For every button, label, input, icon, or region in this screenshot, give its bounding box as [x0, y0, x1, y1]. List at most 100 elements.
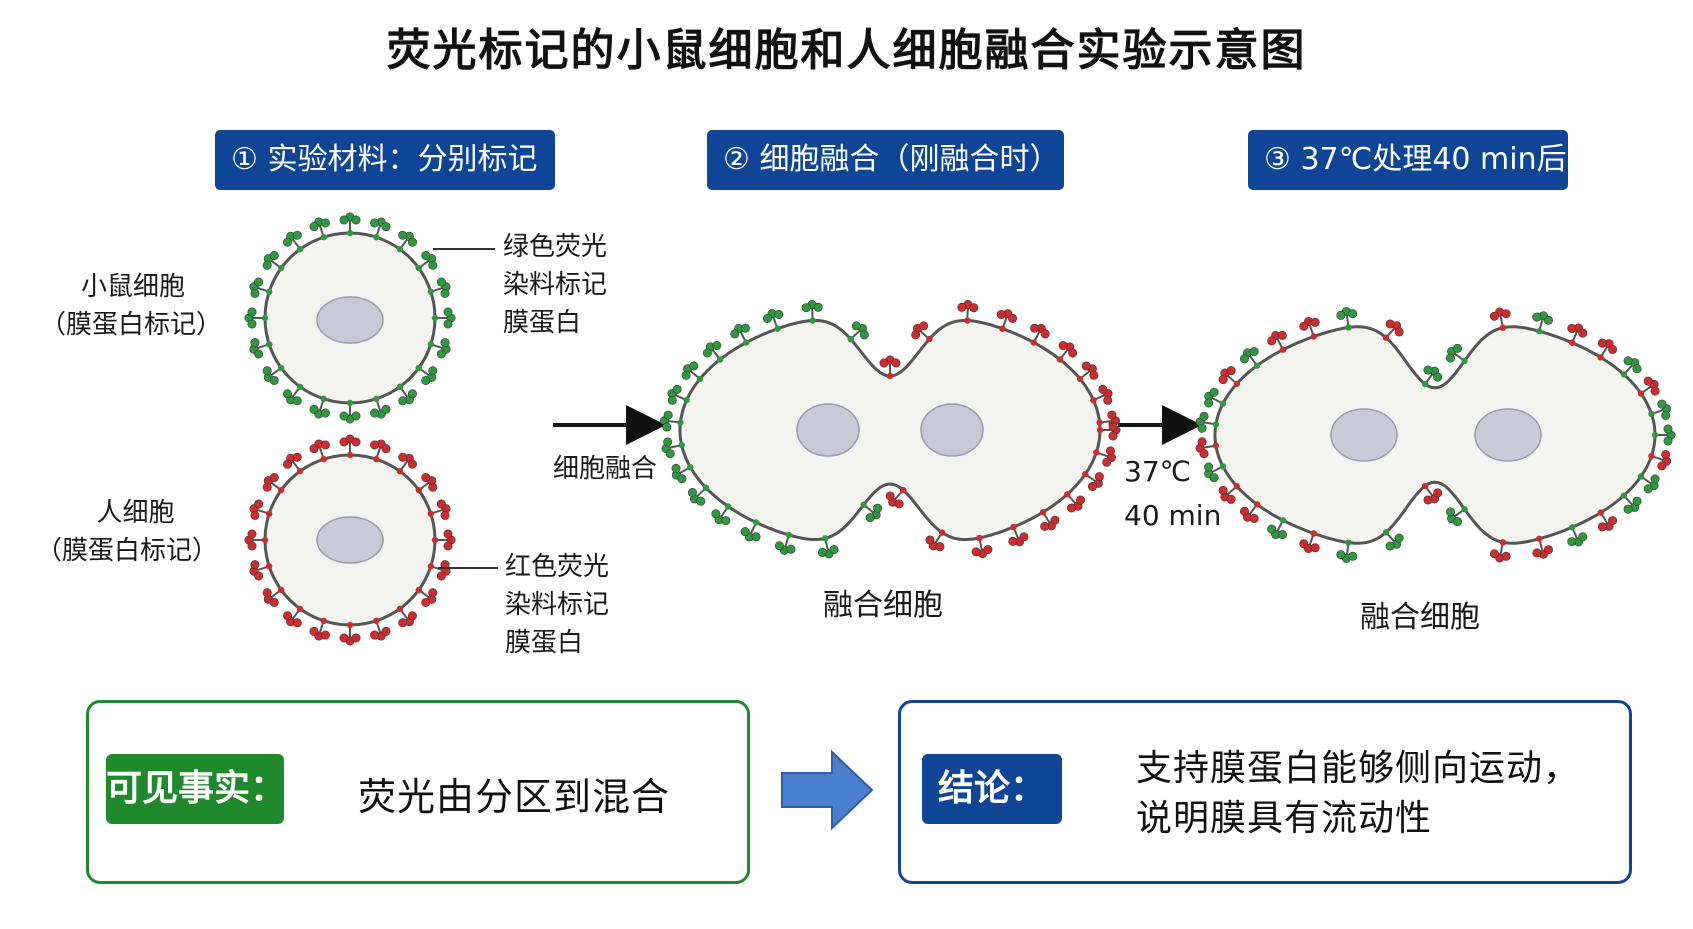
- green-protein: [415, 364, 438, 385]
- fused-initial-protein: [681, 361, 704, 383]
- red-protein: [249, 499, 273, 520]
- red-protein: [370, 439, 391, 463]
- fused-initial-protein: [702, 341, 724, 363]
- red-protein: [370, 617, 391, 641]
- fused-mixed-protein: [1204, 462, 1227, 483]
- step-1-number: ①: [231, 142, 258, 177]
- green-protein: [249, 277, 273, 298]
- fused-mixed-protein: [1489, 307, 1511, 331]
- fused-mixed-protein: [1267, 330, 1287, 353]
- mouse-cell-sublabel: （膜蛋白标记）: [40, 310, 223, 340]
- fused-mixed-protein: [1637, 376, 1660, 397]
- fused-mixed-protein: [1299, 530, 1320, 554]
- fused-mixed-protein: [1336, 307, 1358, 331]
- conclusion-text: 支持膜蛋白能够侧向运动， 说明膜具有流动性: [1136, 744, 1580, 844]
- red-protein: [249, 560, 273, 581]
- fused-initial-protein: [860, 501, 883, 523]
- red-protein: [396, 452, 417, 475]
- red-protein: [415, 473, 438, 494]
- step-3-label: 37℃处理40 min后: [1300, 142, 1567, 177]
- fused-initial-protein: [847, 321, 869, 343]
- red-protein: [427, 560, 451, 581]
- fused-cell-mixed-proteins: [1195, 307, 1676, 563]
- fused-initial-protein: [661, 437, 685, 459]
- fused-initial-protein: [1056, 341, 1078, 363]
- fused-initial-protein: [1082, 470, 1104, 492]
- green-callout-line3: 膜蛋白: [503, 308, 582, 338]
- fused-mixed-protein: [1567, 323, 1588, 346]
- red-protein: [262, 473, 285, 494]
- fused-mixed-protein: [1445, 343, 1468, 365]
- human-cell-nucleus: [316, 516, 384, 564]
- green-protein: [339, 399, 361, 424]
- fused-initial-protein: [971, 534, 993, 559]
- fused-mixed-protein: [1620, 492, 1642, 514]
- green-protein: [249, 338, 273, 359]
- green-protein: [309, 217, 330, 241]
- fused-mixed-protein: [1597, 509, 1618, 532]
- fused-mixed-protein: [1218, 482, 1240, 504]
- red-protein: [339, 621, 361, 646]
- step-1-label: 实验材料：分别标记: [267, 142, 538, 177]
- fused-cell-mixed-nucleus-1: [1330, 408, 1398, 462]
- green-protein: [283, 230, 304, 253]
- facts-text: 荧光由分区到混合: [358, 775, 671, 819]
- fused-mixed-protein: [1597, 338, 1618, 361]
- fused-initial-protein: [660, 410, 684, 432]
- green-protein-callout: 绿色荧光 染料标记 膜蛋白: [503, 228, 607, 342]
- fused-cell-mixed-label: 融合细胞: [1360, 600, 1480, 635]
- step-3-number: ③: [1264, 142, 1291, 177]
- mouse-cell-proteins: [244, 212, 456, 424]
- red-protein: [339, 434, 361, 459]
- fused-mixed-protein: [1648, 450, 1672, 471]
- green-protein: [370, 217, 391, 241]
- fused-mixed-protein: [1532, 311, 1553, 335]
- red-protein: [244, 529, 269, 551]
- fused-mixed-protein: [1637, 473, 1660, 494]
- green-protein: [309, 395, 330, 419]
- red-protein: [283, 605, 304, 628]
- fused-initial-protein: [1076, 361, 1099, 383]
- fused-mixed-protein: [1648, 399, 1672, 420]
- fused-initial-protein: [817, 535, 839, 559]
- human-cell: [244, 434, 456, 646]
- fused-mixed-protein: [1620, 356, 1642, 378]
- fused-initial-protein: [925, 529, 946, 552]
- fused-mixed-protein: [1267, 517, 1287, 540]
- fusion-arrow-label: 细胞融合: [553, 454, 658, 484]
- fused-initial-protein: [1064, 491, 1085, 513]
- red-protein: [309, 439, 330, 463]
- green-protein: [370, 395, 391, 419]
- fused-initial-protein: [879, 355, 901, 380]
- fused-mixed-protein: [1195, 411, 1220, 433]
- fused-cell-mixed-nucleus-2: [1474, 408, 1542, 462]
- fused-initial-protein: [671, 463, 694, 484]
- fused-initial-protein: [740, 519, 761, 542]
- green-protein: [262, 251, 285, 272]
- incubation-temp: 37℃: [1124, 455, 1192, 488]
- red-protein: [309, 617, 330, 641]
- step-2-number: ②: [723, 142, 750, 177]
- fused-mixed-protein: [1218, 366, 1240, 388]
- fused-initial-protein: [1093, 446, 1116, 467]
- green-protein: [283, 383, 304, 406]
- fused-initial-protein: [1030, 323, 1050, 346]
- green-callout-line1: 绿色荧光: [503, 232, 608, 262]
- fused-cell-initial: [660, 300, 1121, 559]
- fused-initial-protein: [996, 309, 1018, 332]
- step-2-pill: ② 细胞融合（刚融合时）: [707, 130, 1064, 190]
- step-1-pill: ① 实验材料：分别标记: [215, 130, 555, 190]
- fused-mixed-protein: [1651, 424, 1676, 446]
- fused-mixed-protein: [1532, 535, 1553, 559]
- red-protein: [396, 605, 417, 628]
- fused-cell-mixed-membrane: [1213, 325, 1657, 545]
- fused-cell-initial-proteins: [660, 300, 1121, 559]
- mouse-cell-label-line1: 小鼠细胞: [80, 272, 185, 302]
- fused-mixed-protein: [1382, 529, 1404, 551]
- fused-cell-mixed: [1195, 307, 1676, 563]
- green-protein: [427, 277, 451, 298]
- fused-mixed-protein: [1445, 505, 1468, 527]
- conclusion-badge: 结论：: [922, 754, 1062, 824]
- green-protein: [431, 307, 456, 329]
